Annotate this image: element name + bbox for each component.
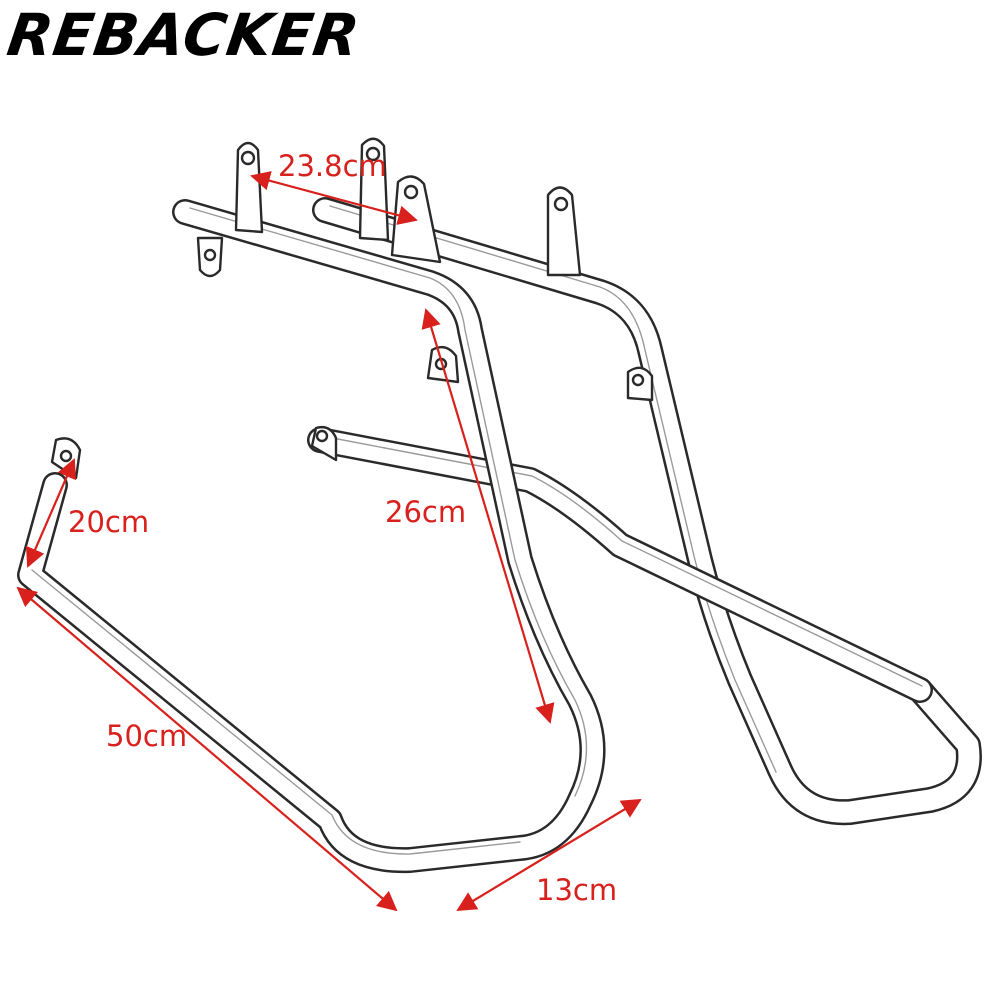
mount-hole	[203, 248, 217, 262]
dimension-width: 23.8cm	[250, 149, 418, 225]
mounting-tab	[546, 186, 582, 277]
dimension-label-arm: 20cm	[68, 505, 149, 539]
mount-hole	[365, 146, 381, 162]
mount-hole	[631, 373, 645, 387]
dimension-label-height: 26cm	[385, 495, 466, 529]
dimension-arm: 20cm	[26, 458, 149, 568]
dimension-bottom: 13cm	[456, 798, 642, 912]
mount-hole	[553, 196, 569, 212]
dimension-label-width: 23.8cm	[278, 149, 387, 183]
dimension-label-bottom: 13cm	[536, 873, 617, 907]
mount-hole	[59, 449, 73, 463]
dimension-height: 26cm	[385, 308, 555, 724]
dimension-length: 50cm	[16, 586, 398, 912]
mount-hole	[403, 184, 419, 200]
dimension-label-length: 50cm	[106, 719, 187, 753]
mount-hole	[315, 429, 329, 443]
mount-hole	[240, 150, 256, 166]
